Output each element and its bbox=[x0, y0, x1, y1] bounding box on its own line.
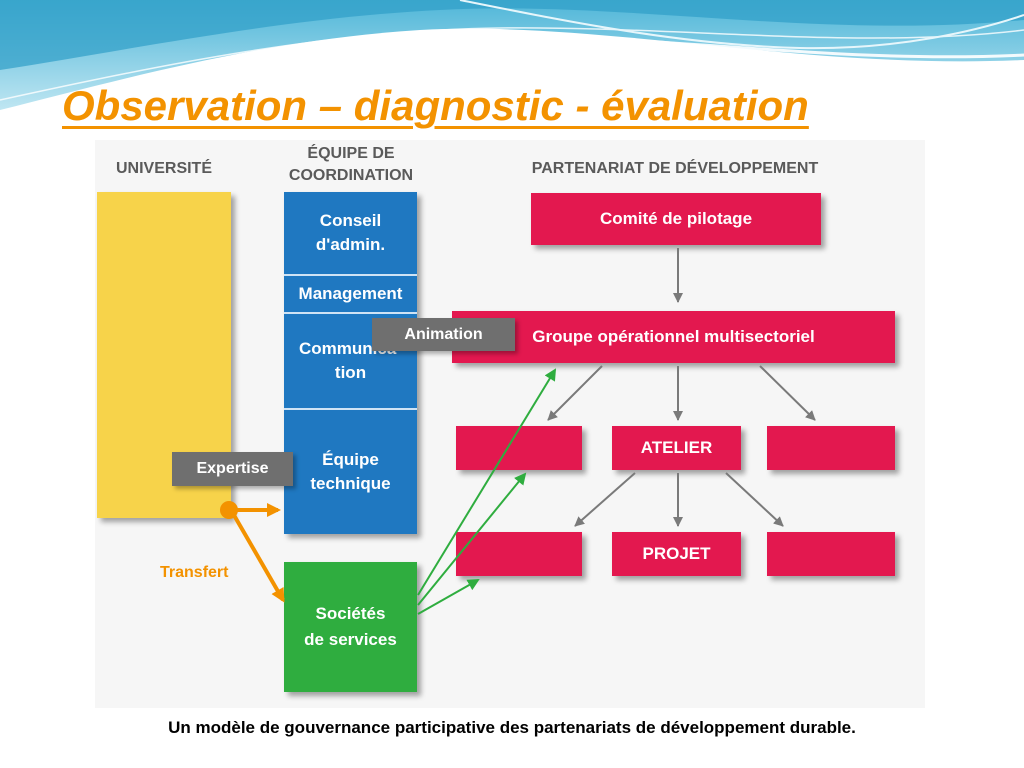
animation-label: Animation bbox=[372, 318, 515, 351]
societes-de-services-box: Sociétés de services bbox=[284, 562, 417, 692]
wave-header-decoration bbox=[0, 0, 1024, 114]
coordination-column: Conseil d'admin. Management Communica- t… bbox=[284, 192, 417, 534]
transfert-label: Transfert bbox=[160, 564, 229, 581]
expertise-label: Expertise bbox=[172, 452, 293, 486]
empty-box-left-2 bbox=[456, 532, 582, 576]
header-partenariat: PARTENARIAT DE DÉVELOPPEMENT bbox=[531, 160, 819, 177]
atelier-box: ATELIER bbox=[612, 426, 741, 470]
slide-title: Observation – diagnostic - évaluation bbox=[62, 82, 809, 129]
projet-box: PROJET bbox=[612, 532, 741, 576]
header-equipe-coordination: ÉQUIPE DE COORDINATION bbox=[288, 145, 414, 184]
management-block: Management bbox=[284, 274, 417, 312]
empty-box-left-1 bbox=[456, 426, 582, 470]
comite-de-pilotage-box: Comité de pilotage bbox=[531, 193, 821, 245]
conseil-admin-block: Conseil d'admin. bbox=[315, 211, 386, 254]
groupe-operationnel-box: Groupe opérationnel multisectoriel bbox=[452, 311, 895, 363]
caption: Un modèle de gouvernance participative d… bbox=[168, 718, 856, 737]
equipe-technique-block: Équipe technique bbox=[284, 408, 417, 534]
header-universite: UNIVERSITÉ bbox=[115, 160, 212, 177]
empty-box-right-2 bbox=[767, 532, 895, 576]
empty-box-right-1 bbox=[767, 426, 895, 470]
